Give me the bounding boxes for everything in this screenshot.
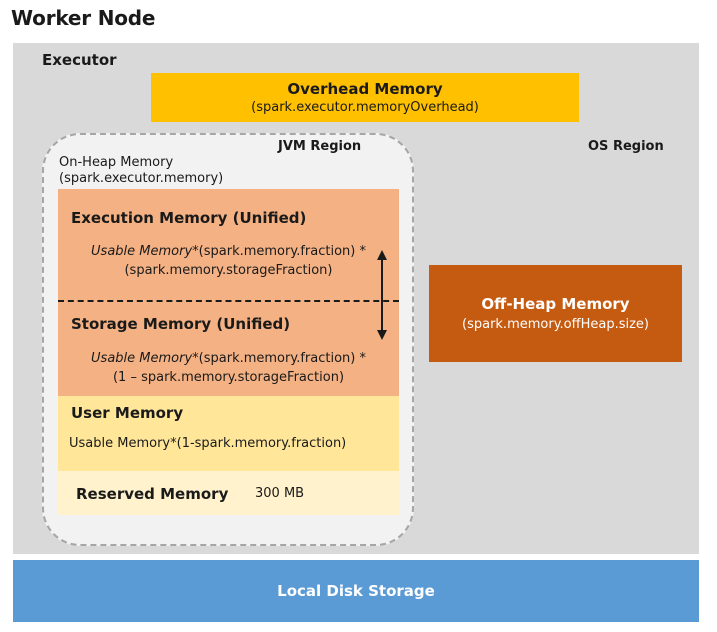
storage-formula-italic: Usable Memory bbox=[91, 351, 193, 366]
page-title: Worker Node bbox=[11, 6, 156, 30]
unified-divider-line bbox=[58, 300, 399, 302]
onheap-memory-label: On-Heap Memory (spark.executor.memory) bbox=[59, 155, 223, 187]
user-memory-title: User Memory bbox=[71, 404, 184, 422]
local-disk-storage-block: Local Disk Storage bbox=[13, 560, 699, 622]
reserved-memory-title: Reserved Memory bbox=[76, 485, 229, 503]
user-memory-block bbox=[58, 396, 399, 471]
offheap-memory-config: (spark.memory.offHeap.size) bbox=[462, 317, 649, 332]
offheap-memory-block: Off-Heap Memory (spark.memory.offHeap.si… bbox=[429, 265, 682, 362]
execution-formula-italic: Usable Memory bbox=[91, 244, 193, 259]
executor-label: Executor bbox=[42, 51, 117, 69]
onheap-memory-config: (spark.executor.memory) bbox=[59, 171, 224, 186]
overhead-memory-title: Overhead Memory bbox=[287, 80, 443, 98]
double-arrow-icon bbox=[377, 250, 387, 340]
storage-formula-line2: (1 – spark.memory.storageFraction) bbox=[112, 370, 345, 385]
user-memory-formula: Usable Memory*(1-spark.memory.fraction) bbox=[69, 436, 347, 451]
storage-memory-formula: Usable Memory*(spark.memory.fraction) * … bbox=[58, 349, 399, 387]
execution-formula-line2: (spark.memory.storageFraction) bbox=[124, 263, 333, 278]
overhead-memory-config: (spark.executor.memoryOverhead) bbox=[251, 100, 479, 115]
execution-formula-line1: *(spark.memory.fraction) * bbox=[192, 244, 366, 259]
reserved-memory-block bbox=[58, 471, 399, 515]
execution-memory-formula: Usable Memory*(spark.memory.fraction) * … bbox=[58, 242, 399, 280]
overhead-memory-block: Overhead Memory (spark.executor.memoryOv… bbox=[151, 73, 579, 122]
local-disk-storage-label: Local Disk Storage bbox=[277, 582, 435, 600]
reserved-memory-size: 300 MB bbox=[255, 486, 305, 501]
offheap-memory-title: Off-Heap Memory bbox=[481, 295, 630, 313]
execution-memory-title: Execution Memory (Unified) bbox=[71, 209, 307, 227]
os-region-label: OS Region bbox=[588, 139, 664, 154]
onheap-memory-title: On-Heap Memory bbox=[59, 155, 174, 170]
storage-memory-title: Storage Memory (Unified) bbox=[71, 315, 291, 333]
jvm-region-label: JVM Region bbox=[278, 139, 362, 154]
unified-memory-block bbox=[58, 189, 399, 396]
storage-formula-line1: *(spark.memory.fraction) * bbox=[192, 351, 366, 366]
